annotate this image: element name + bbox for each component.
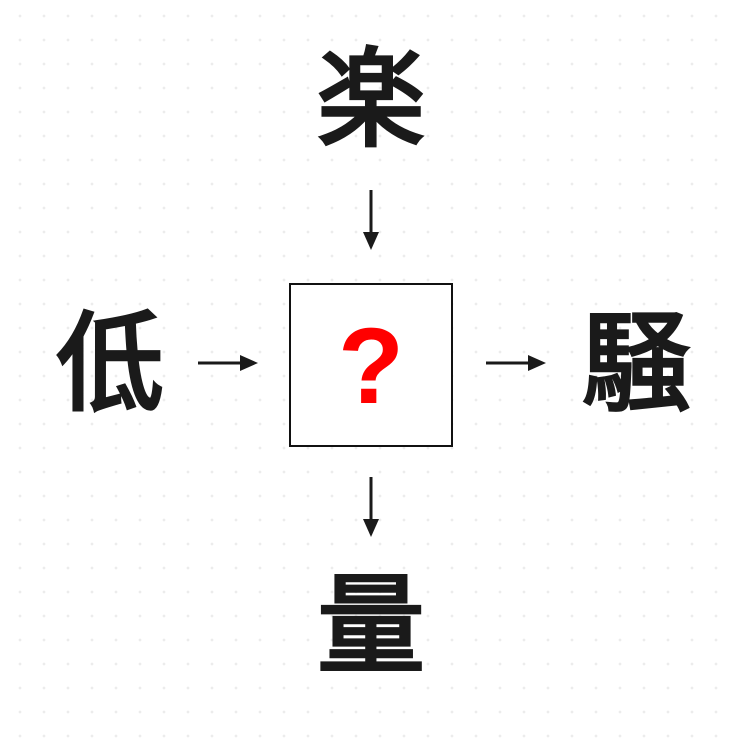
arrow-right-icon <box>198 353 260 373</box>
arrow-right-icon <box>486 353 548 373</box>
answer-box[interactable]: ? <box>289 283 453 447</box>
arrow-down-icon <box>361 190 381 252</box>
arrow-down-icon <box>361 477 381 539</box>
kanji-left: 低 <box>55 302 164 427</box>
kanji-right: 騒 <box>581 302 690 427</box>
kanji-top: 楽 <box>316 38 425 163</box>
question-mark: ? <box>338 305 404 426</box>
kanji-bottom: 量 <box>316 564 425 689</box>
